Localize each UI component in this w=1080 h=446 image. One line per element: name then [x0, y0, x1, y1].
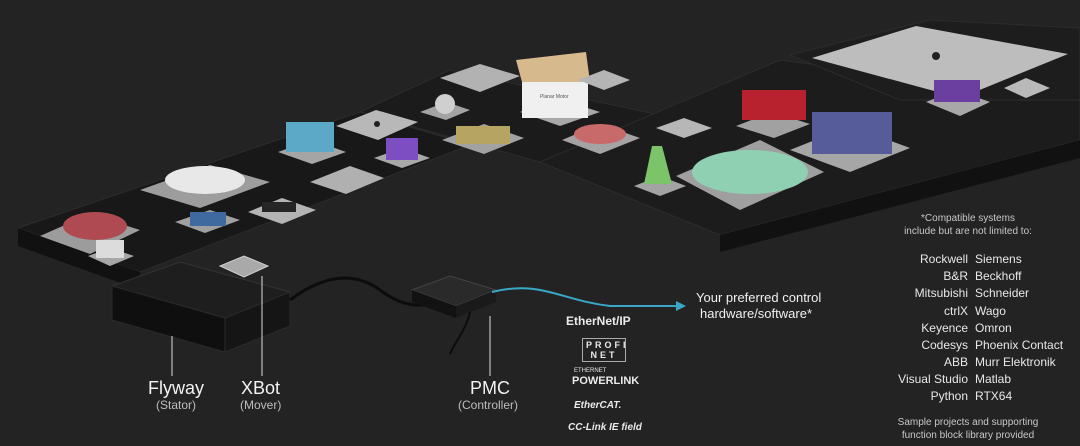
system-left: ABB	[943, 355, 968, 369]
powerlink-logo-top: ETHERNET	[574, 368, 607, 374]
mover-empty-6	[656, 118, 712, 138]
compatible-note-line1: *Compatible systems	[921, 213, 1015, 224]
system-right: RTX64	[975, 389, 1013, 403]
purple-batteries	[386, 138, 418, 160]
mover-center-hole	[374, 121, 380, 127]
flyway-subtitle: (Stator)	[156, 398, 197, 412]
system-left: Keyence	[921, 321, 968, 335]
gold-pin-tray	[456, 126, 510, 144]
gear-item	[435, 94, 455, 114]
footer-note-line2: function block library provided	[901, 430, 1035, 441]
mover-empty-4	[440, 64, 520, 92]
flyway-platform-left-side	[18, 228, 140, 290]
network-cable	[491, 287, 676, 307]
system-right: Wago	[975, 304, 1006, 318]
system-left: Visual Studio	[898, 372, 968, 386]
system-right: Phoenix Contact	[975, 338, 1064, 352]
lipstick-rack	[742, 90, 806, 120]
system-left: Python	[930, 389, 968, 403]
ethercat-logo: EtherCAT.	[574, 400, 622, 411]
system-right: Murr Elektronik	[975, 355, 1056, 369]
compatible-note-line2: include but are not limited to:	[904, 226, 1032, 237]
power-cable	[289, 276, 441, 307]
mover-empty-7	[1004, 78, 1050, 98]
footer-note-line1: Sample projects and supporting	[897, 417, 1039, 428]
pmc-controller-side	[456, 290, 496, 318]
mover-empty-2	[310, 166, 384, 194]
wafer-item	[692, 150, 808, 194]
blue-bottles	[286, 122, 334, 152]
system-left: B&R	[943, 269, 968, 283]
system-left: Mitsubishi	[914, 286, 968, 300]
steak-item	[574, 124, 626, 144]
flyway-title: Flyway	[148, 378, 205, 398]
stator-module-side	[224, 291, 291, 353]
pmc-leg-cable	[449, 311, 471, 355]
mover-large-top-hole	[932, 52, 940, 60]
ethernetip-logo: EtherNet/IP	[566, 314, 631, 328]
black-cartridge	[262, 202, 296, 212]
box-lid	[516, 52, 590, 82]
system-right: Beckhoff	[975, 269, 1022, 283]
system-right: Siemens	[975, 252, 1022, 266]
network-arrow	[676, 301, 686, 311]
pmc-title: PMC	[470, 378, 510, 398]
mover-large-top	[812, 26, 1068, 98]
blue-tube-rack	[812, 112, 892, 154]
flyway-platform-right-side	[720, 140, 1080, 252]
control-hardware-line1: Your preferred control	[696, 290, 822, 305]
system-left: Codesys	[921, 338, 968, 352]
vials-rack	[96, 240, 124, 258]
cclink-logo: CC-Link IE field	[568, 422, 642, 433]
xbot-subtitle: (Mover)	[240, 398, 282, 412]
system-left: ctrlX	[944, 304, 968, 318]
eyeshadow-palette	[934, 80, 980, 102]
system-left: Rockwell	[919, 252, 968, 266]
system-right: Schneider	[975, 286, 1030, 300]
system-right: Omron	[975, 321, 1012, 335]
xbot-title: XBot	[241, 378, 281, 398]
control-hardware-line2: hardware/software*	[700, 306, 812, 321]
system-right: Matlab	[975, 372, 1012, 386]
white-box	[522, 82, 588, 118]
movers-group	[40, 26, 1068, 266]
white-tray-item	[165, 166, 245, 194]
pmc-subtitle: (Controller)	[458, 398, 519, 412]
box-sample-label: Planar Motor	[540, 94, 569, 100]
mover-standalone	[218, 255, 270, 278]
profinet-logo: PROFI NET	[582, 338, 626, 362]
meat-item	[63, 212, 127, 240]
green-flask	[644, 146, 672, 184]
blue-cell-tray	[190, 212, 226, 226]
mover-empty-5	[578, 70, 630, 90]
pmc-controller-front	[412, 290, 456, 318]
powerlink-logo: POWERLINK	[572, 375, 640, 387]
